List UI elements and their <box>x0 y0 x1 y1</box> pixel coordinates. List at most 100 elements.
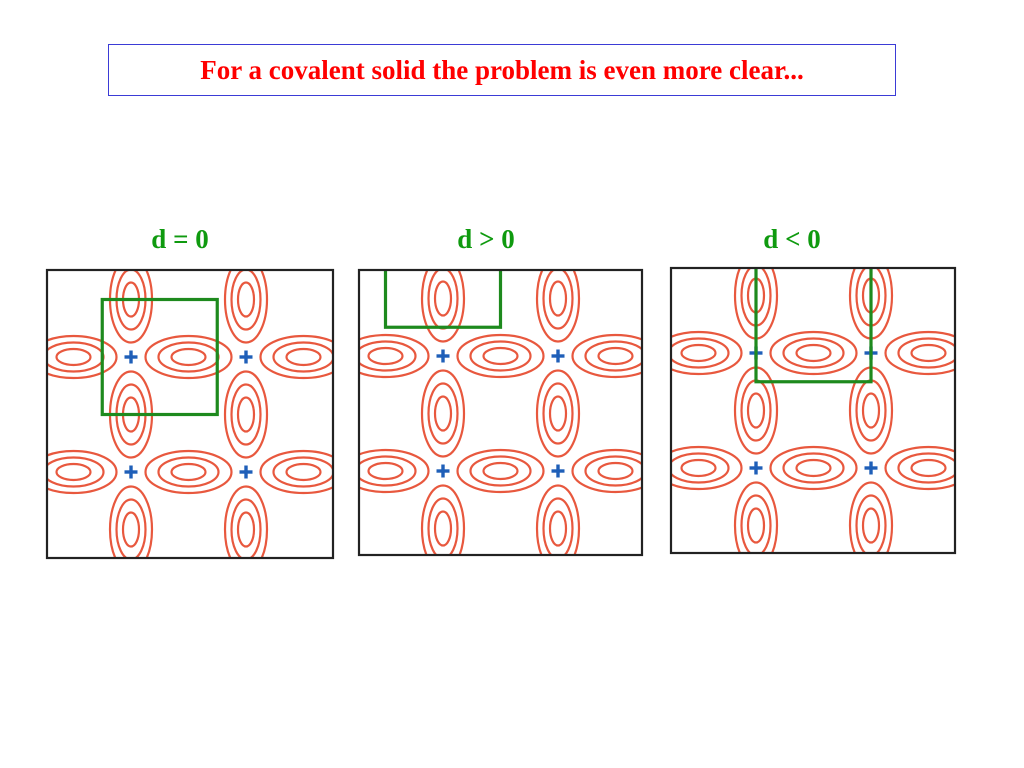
orbital-lobe <box>1001 562 1024 604</box>
orbital-lobe <box>225 602 267 688</box>
orbital-lobe <box>656 102 742 144</box>
panel-background <box>671 268 955 553</box>
plus-icon <box>551 464 565 478</box>
orbital-lobe <box>688 220 774 262</box>
orbital-lobe <box>340 602 382 688</box>
orbital-lobe <box>491 681 577 723</box>
orbital-lobe <box>965 598 1007 684</box>
orbital-lobe <box>192 716 234 768</box>
orbital-lobe <box>803 220 889 262</box>
orbital-lobe <box>541 677 627 719</box>
orbital-lobe <box>656 677 742 719</box>
orbital-lobe <box>458 565 544 607</box>
orbital-lobe <box>571 333 642 379</box>
orbital-lobe <box>31 681 117 723</box>
orbital-lobe <box>571 448 642 494</box>
orbital-lobe <box>456 448 545 494</box>
orbital-lobe <box>31 566 117 608</box>
orbital-lobe <box>491 106 577 148</box>
plus-icon <box>125 581 138 594</box>
orbital-lobe <box>458 105 544 147</box>
plus-icon <box>749 461 763 475</box>
orbital-lobe <box>0 142 37 228</box>
orbital-lobe <box>1001 217 1024 259</box>
orbital-lobe <box>965 483 1007 569</box>
plus-icon <box>635 577 648 590</box>
orbital-lobe <box>850 138 892 224</box>
orbital-lobe <box>422 601 464 687</box>
orbital-lobe <box>886 677 972 719</box>
lattice-panel <box>192 105 889 768</box>
orbital-lobe <box>848 481 894 553</box>
orbital-lobe <box>535 484 581 555</box>
plus-icon <box>865 577 878 590</box>
unit-cell-square <box>754 268 873 384</box>
orbital-lobe <box>771 677 857 719</box>
orbital-lobe <box>652 716 694 768</box>
orbital-lobe <box>0 451 2 493</box>
panel-label-d-negative: d < 0 <box>763 224 821 254</box>
orbital-lobe <box>803 680 889 722</box>
orbital-lobe <box>458 220 544 262</box>
orbital-lobe <box>31 106 117 148</box>
orbital-lobe <box>688 565 774 607</box>
orbital-lobe <box>223 370 269 459</box>
orbital-lobe <box>671 330 743 376</box>
orbital-lobe <box>0 717 37 768</box>
orbital-lobe <box>47 449 118 495</box>
plus-icon <box>322 580 335 593</box>
orbital-lobe <box>307 716 349 768</box>
plus-icon <box>980 232 993 245</box>
orbital-lobe <box>620 138 662 224</box>
plus-icon <box>635 232 648 245</box>
plus-icon <box>240 581 253 594</box>
panel-label-d-positive: d > 0 <box>457 224 515 254</box>
orbital-lobe <box>535 369 581 458</box>
orbital-lobe <box>228 565 314 607</box>
plus-icon <box>10 581 23 594</box>
orbital-lobe <box>771 562 857 604</box>
orbital-lobe <box>573 565 659 607</box>
orbital-lobe <box>0 566 2 608</box>
orbital-lobe <box>359 448 430 494</box>
orbital-lobe <box>541 102 627 144</box>
orbital-lobe <box>541 562 627 604</box>
orbital-lobe <box>110 602 152 688</box>
panel-frame <box>669 266 957 555</box>
orbital-lobe <box>359 333 430 379</box>
orbital-lobe <box>886 562 972 604</box>
orbital-lobe <box>850 598 892 684</box>
plus-icon <box>750 232 763 245</box>
orbital-lobe <box>376 221 462 263</box>
orbital-lobe <box>0 372 37 458</box>
orbital-lobe <box>886 217 972 259</box>
plus-icon <box>124 465 138 479</box>
orbital-lobe <box>146 106 232 148</box>
plus-icon <box>865 232 878 245</box>
plus-icon <box>10 351 23 364</box>
orbital-lobe <box>455 142 497 228</box>
orbital-lobe <box>573 220 659 262</box>
orbital-lobe <box>31 221 117 263</box>
orbital-lobe <box>340 142 382 228</box>
orbital-lobe <box>0 221 2 263</box>
orbital-lobe <box>340 717 382 768</box>
title-box: For a covalent solid the problem is even… <box>108 44 896 96</box>
orbital-lobe <box>0 681 2 723</box>
orbital-lobe <box>537 141 579 227</box>
orbital-lobe <box>652 601 694 687</box>
orbital-lobe <box>769 330 858 376</box>
orbital-lobe <box>261 221 347 263</box>
plus-icon <box>322 235 335 248</box>
orbital-lobe <box>0 106 2 148</box>
orbital-lobe <box>228 105 314 147</box>
orbital-lobe <box>228 680 314 722</box>
orbital-lobe <box>652 141 694 227</box>
plus-icon <box>125 236 138 249</box>
orbital-lobe <box>884 445 955 491</box>
orbital-lobe <box>1001 677 1024 719</box>
unit-cell-square <box>383 270 503 329</box>
orbital-lobe <box>420 369 466 458</box>
lattice-panel <box>541 102 1024 719</box>
orbital-lobe <box>422 141 464 227</box>
